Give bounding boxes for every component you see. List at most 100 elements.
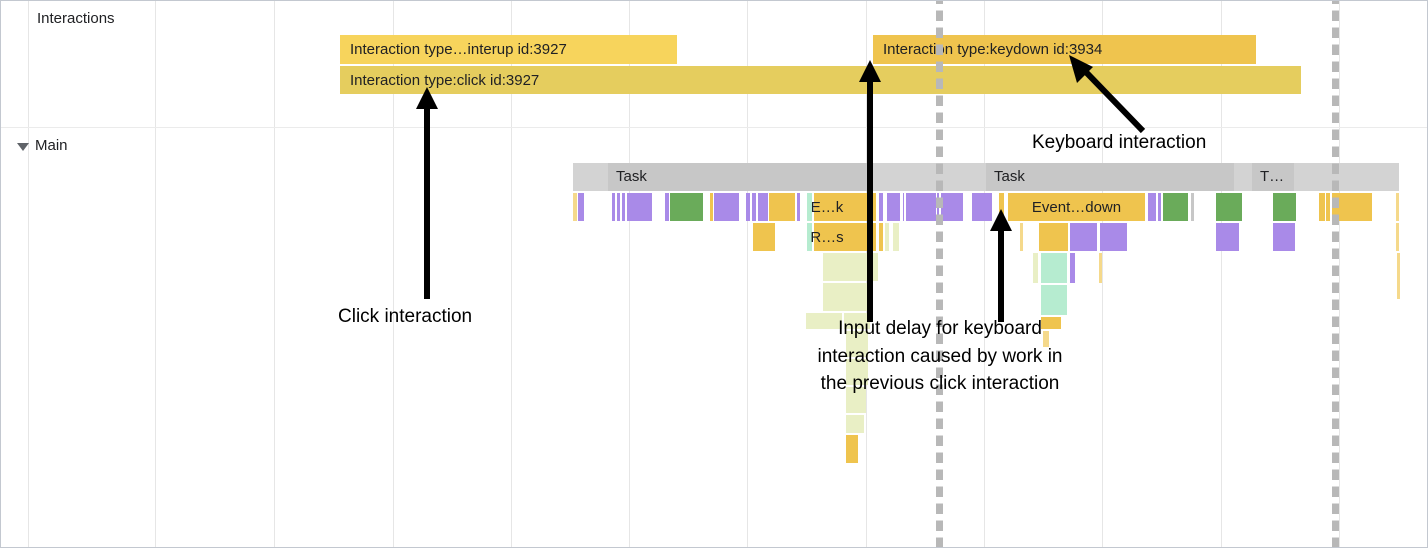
flame-block-row2-2[interactable] [814, 223, 876, 251]
dotted-marker-2 [1332, 1, 1339, 547]
flame-block-row2-6[interactable] [1020, 223, 1023, 251]
gridline-8 [984, 1, 985, 547]
flame-block-row2-9[interactable] [1100, 223, 1127, 251]
flame-block-row2-7[interactable] [1039, 223, 1068, 251]
gridline-9 [1102, 1, 1103, 547]
gridline-2 [274, 1, 275, 547]
track-label-main[interactable]: Main [35, 137, 68, 154]
flame-block-row1-28[interactable] [1163, 193, 1188, 221]
flame-block-deep-0[interactable] [823, 253, 869, 281]
interaction-bar-pointerup[interactable]: Interaction type…interup id:3927 [340, 35, 677, 64]
task-block-1[interactable] [986, 163, 1234, 191]
flame-block-deep-8[interactable] [846, 415, 864, 433]
flame-block-row1-15[interactable] [807, 193, 812, 221]
interaction-bar-label: Interaction type:click id:3927 [350, 71, 540, 89]
flame-block-row1-25[interactable] [1008, 193, 1145, 221]
flame-block-row1-23[interactable] [972, 193, 992, 221]
flame-block-row1-10[interactable] [746, 193, 750, 221]
flame-block-deep-6[interactable] [846, 359, 868, 385]
task-block-2[interactable] [1252, 163, 1294, 191]
flame-block-deep-5[interactable] [846, 331, 868, 357]
flame-block-row1-8[interactable] [710, 193, 713, 221]
gridline-6 [747, 1, 748, 547]
task-block-label: Task [994, 168, 1025, 185]
flame-block-row1-9[interactable] [714, 193, 739, 221]
flame-block-deep-14[interactable] [1041, 317, 1061, 329]
flame-block-deep-16[interactable] [1099, 253, 1102, 283]
gridline-11 [1339, 1, 1340, 547]
flame-block-row1-7[interactable] [670, 193, 703, 221]
flame-block-row2-4[interactable] [885, 223, 889, 251]
gridline-10 [1221, 1, 1222, 547]
flame-block-deep-2[interactable] [823, 283, 869, 311]
flame-block-row1-19[interactable] [903, 193, 904, 221]
gridline-1 [155, 1, 156, 547]
flame-block-row1-4[interactable] [622, 193, 625, 221]
flame-block-row1-12[interactable] [758, 193, 768, 221]
input-delay-line-2: interaction caused by work in [817, 345, 1063, 367]
flame-block-row1-2[interactable] [612, 193, 615, 221]
flame-block-row1-1[interactable] [578, 193, 584, 221]
input-delay-arrow-left [859, 60, 881, 322]
track-label-interactions: Interactions [37, 10, 115, 27]
input-delay-line-3: the previous click interaction [820, 373, 1060, 395]
flame-block-row1-35[interactable] [1396, 193, 1399, 221]
flame-block-row1-5[interactable] [627, 193, 652, 221]
flame-block-row1-27[interactable] [1158, 193, 1161, 221]
flame-block-label: R…s [810, 228, 844, 246]
flame-block-row1-14[interactable] [797, 193, 800, 221]
flame-block-row2-8[interactable] [1070, 223, 1097, 251]
task-block-0[interactable] [608, 163, 870, 191]
flame-block-row1-30[interactable] [1216, 193, 1242, 221]
flame-block-row2-0[interactable] [753, 223, 775, 251]
flame-block-deep-12[interactable] [1070, 253, 1075, 283]
keyboard-interaction-arrow [1069, 55, 1146, 134]
flame-block-row1-11[interactable] [752, 193, 756, 221]
flame-block-row1-6[interactable] [665, 193, 669, 221]
gridline-0 [28, 1, 29, 547]
flame-block-deep-3[interactable] [806, 313, 842, 329]
flame-block-row1-13[interactable] [769, 193, 795, 221]
interaction-bar-label: Interaction type…interup id:3927 [350, 41, 567, 58]
flame-block-row2-3[interactable] [879, 223, 883, 251]
flame-block-deep-1[interactable] [872, 253, 878, 281]
click-interaction-label: Click interaction [338, 306, 473, 327]
flame-block-row1-3[interactable] [617, 193, 620, 221]
track-divider [1, 127, 1427, 128]
flame-block-row1-16[interactable] [814, 193, 876, 221]
flame-block-row2-5[interactable] [893, 223, 899, 251]
flame-block-row2-10[interactable] [1216, 223, 1239, 251]
flame-block-row1-18[interactable] [887, 193, 900, 221]
flame-block-deep-9[interactable] [846, 435, 858, 463]
flame-block-row1-31[interactable] [1273, 193, 1296, 221]
flame-block-row1-17[interactable] [879, 193, 883, 221]
input-delay-arrow-right [990, 209, 1012, 322]
flame-block-deep-11[interactable] [1033, 253, 1038, 283]
flame-block-row1-20[interactable] [906, 193, 936, 221]
flame-block-deep-10[interactable] [1041, 253, 1067, 283]
flame-block-row1-32[interactable] [1319, 193, 1325, 221]
flame-block-row1-29[interactable] [1191, 193, 1194, 221]
flame-block-row1-0[interactable] [573, 193, 577, 221]
flame-block-row2-12[interactable] [1396, 223, 1399, 251]
flame-block-deep-4[interactable] [844, 313, 870, 329]
flame-block-row1-26[interactable] [1148, 193, 1156, 221]
flame-block-row2-1[interactable] [807, 223, 812, 251]
flame-block-deep-13[interactable] [1041, 285, 1067, 315]
gridline-5 [629, 1, 630, 547]
dotted-marker-1 [936, 1, 943, 547]
flame-block-deep-17[interactable] [1397, 253, 1400, 299]
flame-block-deep-15[interactable] [1043, 331, 1049, 347]
gridline-4 [511, 1, 512, 547]
flame-block-row2-11[interactable] [1273, 223, 1295, 251]
flame-block-deep-7[interactable] [846, 387, 866, 413]
task-block-label: T… [1260, 168, 1285, 185]
triangle-down-icon[interactable] [17, 143, 29, 151]
gridline-3 [393, 1, 394, 547]
flame-block-row1-22[interactable] [941, 193, 963, 221]
flame-block-row1-24[interactable] [999, 193, 1004, 221]
flame-block-label: Event…down [1031, 198, 1122, 216]
flame-block-row1-33[interactable] [1326, 193, 1330, 221]
interaction-bar-click[interactable]: Interaction type:click id:3927 [340, 66, 1301, 94]
